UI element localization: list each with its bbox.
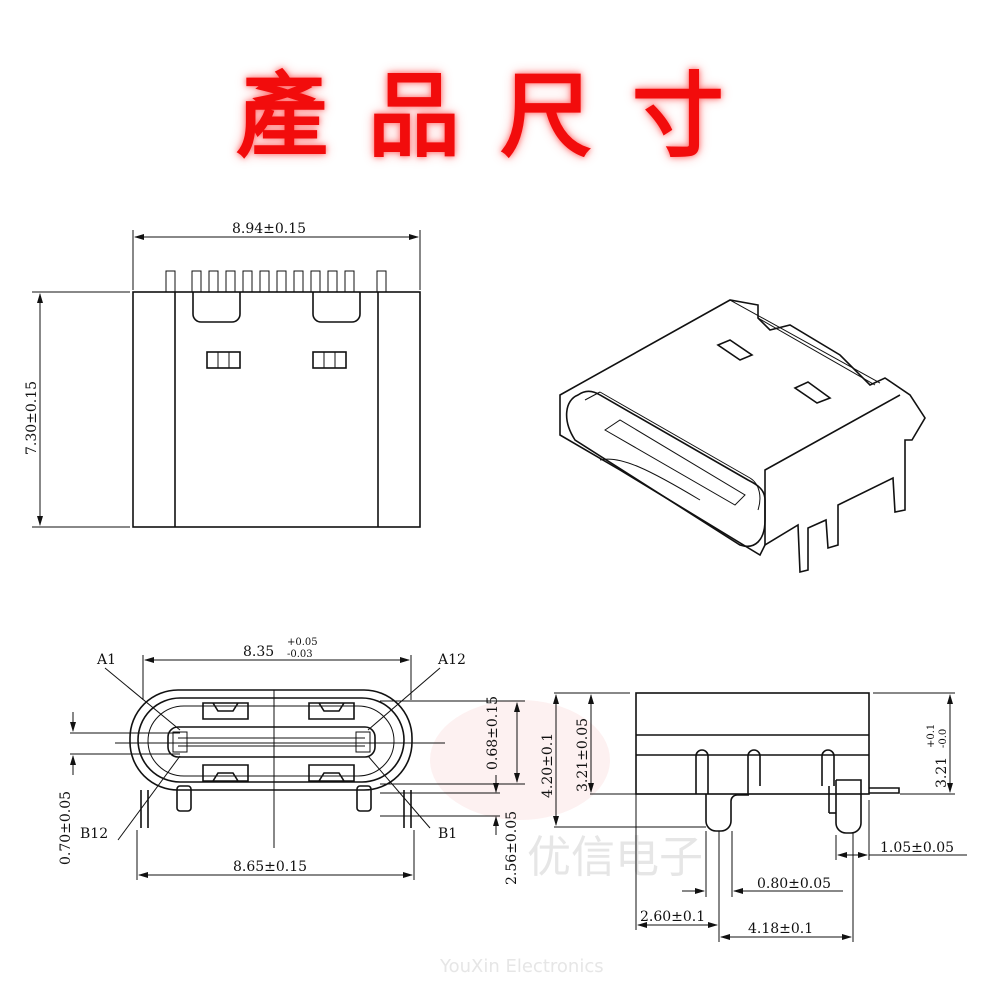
watermark: 优信电子 YouXin Electronics: [430, 700, 703, 977]
top-view: 8.94±0.15 7.30±0.15: [24, 221, 421, 528]
pin-label-a12: A12: [437, 652, 466, 668]
pin-offset-dim: 2.60±0.1: [640, 909, 705, 925]
page-title: 產品尺寸: [235, 63, 764, 170]
side-view: 4.20±0.1 3.21±0.05 3.21 +0.1 -0.0 1.05±0…: [540, 692, 967, 942]
top-dim-main: 8.35: [243, 644, 274, 660]
top-dim-minus: -0.03: [287, 649, 313, 660]
watermark-en: YouXin Electronics: [439, 956, 604, 977]
watermark-cn: 优信电子: [527, 832, 703, 883]
pins: [165, 270, 387, 293]
tab-width-dim: 1.05±0.05: [880, 840, 954, 856]
top-dim-plus: +0.05: [287, 637, 318, 648]
right-dim-1: 0.68±0.15: [485, 696, 501, 770]
left-dim: 0.70±0.05: [58, 791, 74, 865]
height-dim: 7.30±0.15: [24, 381, 40, 455]
pin-label-a1: A1: [96, 652, 116, 668]
pin-label-b1: B1: [438, 826, 457, 842]
body-height-dim: 3.21±0.05: [575, 718, 591, 792]
pin-width-dim: 0.80±0.05: [757, 876, 831, 892]
right-height-plus: +0.1: [926, 724, 937, 748]
pin-label-b12: B12: [80, 826, 108, 842]
width-dim: 8.94±0.15: [232, 221, 306, 237]
right-height-main: 3.21: [934, 757, 950, 788]
front-view: A1 A12 B12 B1 8.35 +0.05 -0.03 8.65±0.15…: [58, 637, 525, 885]
total-height-dim: 4.20±0.1: [540, 733, 556, 798]
pin-pitch-dim: 4.18±0.1: [748, 921, 813, 937]
bottom-dim: 8.65±0.15: [233, 859, 307, 875]
right-dim-2: 2.56±0.05: [504, 811, 520, 885]
right-height-minus: -0.0: [938, 729, 949, 748]
isometric-view: [559, 299, 926, 574]
